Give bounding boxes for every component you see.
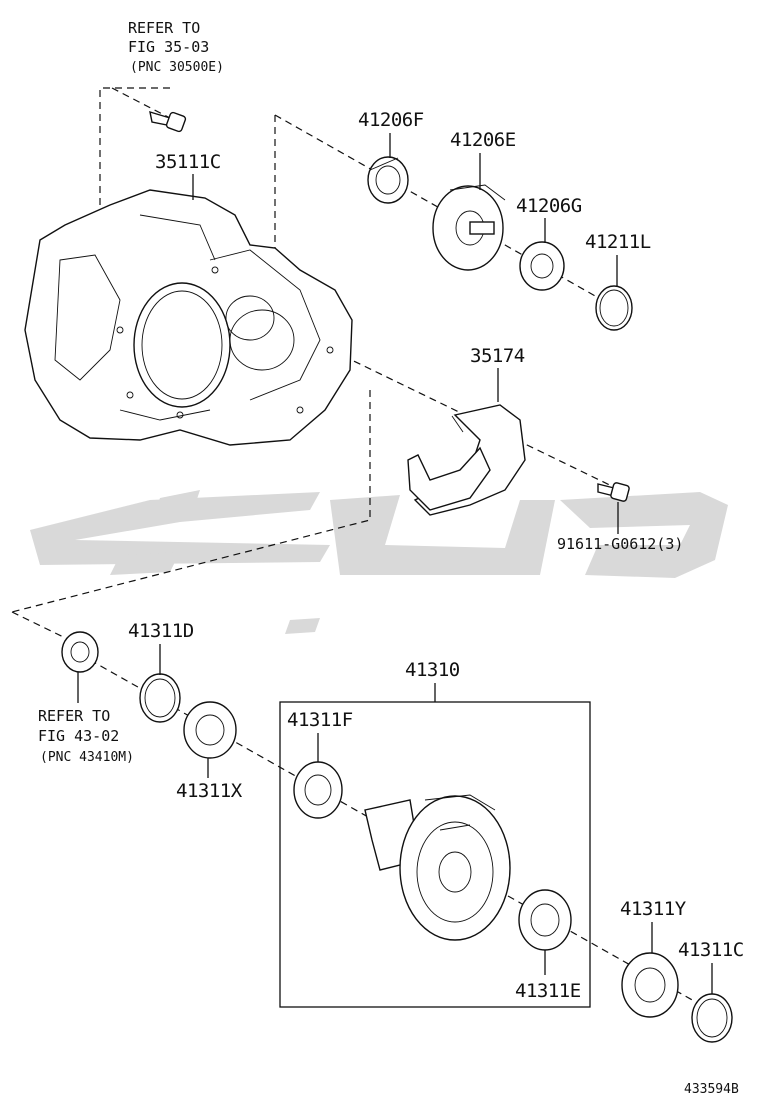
bearing-41206F [367, 156, 409, 204]
label-41211L: 41211L [585, 231, 651, 253]
label-41310: 41310 [405, 659, 460, 681]
label-91611: 91611-G0612(3) [557, 535, 683, 553]
transmission-case [24, 189, 353, 446]
assembly-box-41310 [279, 701, 591, 1008]
ref-left-line3: (PNC 43410M) [40, 750, 134, 765]
label-41311X: 41311X [176, 780, 243, 802]
bolt-91611 [597, 482, 630, 502]
bearing-41206G [519, 241, 565, 291]
shim-41311C [691, 993, 733, 1043]
label-35111C: 35111C [155, 151, 221, 173]
label-41311F: 41311F [287, 709, 353, 731]
differential-assembly [364, 794, 511, 941]
bearing-41311Y [621, 952, 679, 1018]
ref-left-line2: FIG 43-02 [38, 727, 119, 745]
bearing-41311E [518, 889, 572, 951]
bolt-top [149, 110, 187, 133]
ref-top-line3: (PNC 30500E) [130, 60, 224, 75]
bearing-41311X [183, 701, 237, 759]
gear-41206E [432, 184, 506, 271]
label-41206G: 41206G [516, 195, 582, 217]
shim-41311D [139, 673, 181, 723]
seal-ref-left [61, 631, 99, 673]
ref-left-line1: REFER TO [38, 707, 110, 725]
label-41311Y: 41311Y [620, 898, 687, 920]
logo-watermark [30, 490, 728, 634]
shim-41211L [595, 285, 633, 331]
label-41311D: 41311D [128, 620, 194, 642]
label-35174: 35174 [470, 345, 525, 367]
label-41311E: 41311E [515, 980, 581, 1002]
label-41206F: 41206F [358, 109, 424, 131]
label-41311C: 41311C [678, 939, 744, 961]
ref-top-line2: FIG 35-03 [128, 38, 209, 56]
label-41206E: 41206E [450, 129, 516, 151]
plate-35174 [407, 404, 526, 516]
ref-top-line1: REFER TO [128, 19, 200, 37]
bearing-41311F [293, 761, 343, 819]
figure-id: 433594B [684, 1082, 739, 1097]
